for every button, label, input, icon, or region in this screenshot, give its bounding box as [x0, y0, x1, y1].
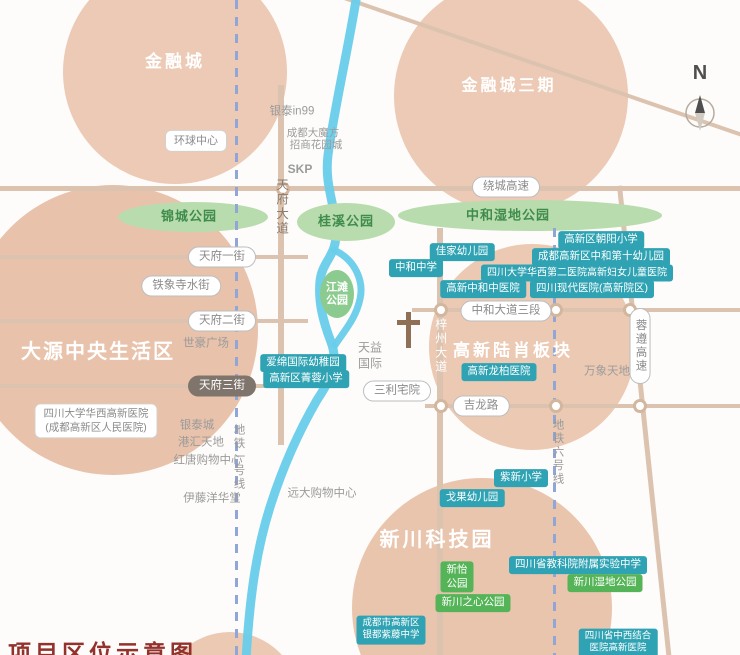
compass-needle-icon: [685, 95, 715, 131]
road-tianfu-1st-street: [0, 255, 308, 259]
school-chip-chaoyang-primary: 高新区朝阳小学: [558, 231, 644, 249]
place-yuanda-mall: 远大购物中心: [287, 487, 357, 500]
school-chip-jiajia-kindergarten: 佳家幼儿园: [429, 243, 495, 261]
road-label-ring-expressway: 绕城高速: [472, 176, 540, 198]
road-label-tianfu-avenue: 天府大道: [274, 178, 289, 236]
road-label-zhonghe-avenue: 中和大道三段: [460, 300, 552, 322]
park-guixi: [297, 203, 395, 241]
school-chip-aimian-kindergarten: 爱绵国际幼稚园: [260, 354, 346, 372]
place-sanli-house: 三利宅院: [363, 380, 431, 402]
road-zizhou-avenue: [437, 228, 443, 655]
place-skp: SKP: [287, 162, 313, 177]
park-zhonghe-wetland: [398, 200, 662, 231]
place-wanxiang-tiandi: 万象天地: [584, 365, 630, 378]
park-label-jincheng: 锦城公园: [160, 208, 218, 224]
road-label-rongzun-expressway: 蓉遵高速: [629, 308, 651, 384]
school-chip-jiaokeyuan-middle: 四川省教科院附属实验中学: [509, 556, 647, 574]
road-tianfu-3rd-street: [0, 384, 308, 388]
hospital-chip-longbai: 高新龙柏医院: [461, 363, 537, 381]
school-chip-zixin-primary: 紫新小学: [494, 469, 548, 487]
place-hongtang-mall: 红唐购物中心: [173, 454, 243, 467]
park-chip-xinchuan-heart: 新川之心公园: [435, 594, 511, 612]
district-label-financial-city: 金融城: [145, 51, 205, 71]
road-label-jilong-road: 吉龙路: [452, 395, 510, 417]
district-label-xinchuan: 新川科技园: [379, 529, 495, 551]
road-junction-dot: [276, 182, 290, 196]
page-title: 项目区位示意图: [8, 640, 197, 655]
road-label-tianfu-1st: 天府一街: [188, 246, 256, 268]
road-tianfu-2nd-street: [0, 319, 308, 323]
road-ring-expressway: [0, 186, 740, 191]
road-zhonghe-avenue: [412, 308, 740, 312]
road-label-tianfu-2nd: 天府二街: [188, 310, 256, 332]
road-junction-dot: [633, 399, 647, 413]
road-label-zizhou-avenue: 梓州大道: [433, 318, 448, 374]
hospital-chip-sichuan-modern: 四川现代医院(高新院区): [530, 280, 654, 298]
road-label-tiexiangsi: 铁象寺水街: [141, 275, 221, 297]
district-label-dayuan: 大源中央生活区: [21, 341, 175, 363]
park-jincheng: [118, 202, 268, 232]
hospital-chip-zhongxi-combined: 四川省中西结合 医院高新医院: [578, 628, 658, 655]
place-tianyi-international: 天益 国际: [357, 340, 383, 370]
compass-n-label: N: [692, 62, 708, 84]
school-chip-zhonghe-middle: 中和中学: [389, 259, 443, 277]
place-shihao-plaza: 世豪广场: [183, 337, 229, 350]
hospital-chip-huaxi-2nd: 四川大学华西第二医院高新妇女儿童医院: [481, 264, 673, 282]
school-chip-geguo-kindergarten: 戈果幼儿园: [439, 489, 505, 507]
metro-label-line-1: 地铁一号线: [232, 423, 245, 491]
hospital-chip-zhonghe-tcm: 高新中和中医院: [440, 280, 526, 298]
park-chip-xinyi: 新怡 公园: [440, 561, 474, 593]
park-label-zhonghe-wetland: 中和湿地公园: [465, 207, 551, 223]
place-yintai-in99: 银泰in99: [269, 105, 315, 118]
metro-line-6-track: [553, 228, 556, 655]
place-damofang: 成都大魔方: [286, 127, 340, 140]
place-ganghui-tiandi: 港汇天地: [178, 436, 224, 449]
place-global-center: 环球中心: [165, 129, 227, 153]
school-chip-jingrong-primary: 高新区菁蓉小学: [263, 370, 349, 388]
road-junction-dot: [434, 399, 448, 413]
road-junction-dot: [549, 399, 563, 413]
place-ito-yokado: 伊藤洋华堂: [183, 492, 241, 505]
park-label-jiangtan: 江滩 公园: [326, 281, 348, 306]
school-chip-zhonghe-10th-kindergarten: 成都高新区中和第十幼儿园: [532, 248, 670, 266]
hospital-box-huaxi-gaoxin: 四川大学华西高新医院 (成都高新区人民医院): [34, 403, 158, 439]
district-label-luxiao: 高新陆肖板块: [453, 340, 573, 360]
metro-label-line-6: 地铁六号线: [551, 418, 564, 486]
park-chip-xinchuan-wetland: 新川湿地公园: [567, 574, 643, 592]
church-icon: [397, 312, 420, 348]
district-circle-financial-city: [63, 0, 287, 184]
road-label-tianfu-3rd: 天府三街: [188, 375, 256, 397]
place-zhaoshang-garden: 招商花园城: [289, 139, 343, 152]
place-yintai-city: 银泰城: [179, 419, 215, 432]
park-label-guixi: 桂溪公园: [317, 213, 375, 229]
compass: N: [682, 62, 718, 141]
school-chip-yindu-middle: 成都市高新区 银都紫藤中学: [356, 615, 426, 645]
road-junction-dot: [434, 303, 448, 317]
park-jiangtan-island: [320, 270, 354, 318]
road-tianfu-avenue: [278, 85, 284, 445]
road-jilong-road: [425, 404, 740, 408]
district-label-financial-city-phase3: 金融城三期: [461, 77, 557, 95]
